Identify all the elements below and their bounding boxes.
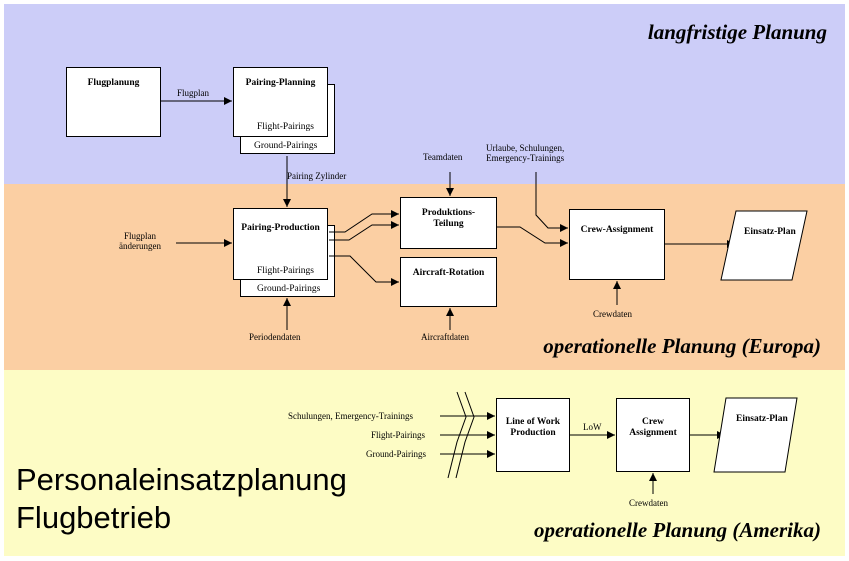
box-line-of-work-label: Line of Work Production [505,417,561,438]
arrow-prod-teilung-2 [329,221,399,241]
break-mark-1 [447,391,467,479]
label-low: LoW [583,422,602,432]
label-flight-pairings-am: Flight-Pairings [371,430,426,440]
box-aircraft-rotation-label: Aircraft-Rotation [412,268,485,278]
box-pairing-planning-label: Pairing-Planning [245,78,316,88]
label-periodendaten: Periodendaten [249,332,301,342]
arrow-teilung-crew [497,226,568,247]
box-line-of-work: Line of Work Production [496,398,570,472]
box-flugplanung-label: Flugplanung [87,78,140,88]
label-crewdaten: Crewdaten [593,309,632,319]
box-pairing-planning: Pairing-Planning [233,67,328,137]
box-aircraft-rotation: Aircraft-Rotation [400,257,497,307]
box-pairing-production-label: Pairing-Production [241,223,320,233]
box-crew-assignment-label: Crew-Assignment [580,225,654,235]
pr-ground-pairings: Ground-Pairings [257,284,321,294]
box-crew-assignment-am-label: Crew Assignment [629,417,677,438]
label-urlaub-schulungen: Urlaube, Schulungen, Emergency-Trainings [486,143,565,163]
arrow-prod-aircraft [329,255,399,286]
box-pairing-production: Pairing-Production [233,208,328,280]
band-operationelle-amerika [4,370,845,556]
arrow-urlaub-crew [535,172,568,232]
pp-ground-pairings: Ground-Pairings [254,141,318,151]
einsatz-plan-am-label: Einsatz-Plan [736,414,788,424]
band-label-europa: operationelle Planung (Europa) [543,334,821,358]
pp-flight-pairings: Flight-Pairings [257,122,315,132]
title-line-1: Personaleinsatzplanung [16,462,347,497]
label-flugplan-aenderungen: Flugplan änderungen [119,231,161,251]
box-flugplanung: Flugplanung [66,67,161,137]
pr-flight-pairings: Flight-Pairings [257,266,315,276]
title-line-2: Flugbetrieb [16,500,172,535]
label-crewdaten-am: Crewdaten [629,498,668,508]
band-label-langfristig: langfristige Planung [647,20,827,44]
box-crew-assignment: Crew-Assignment [569,209,665,280]
box-produktions-teilung-label: Produktions- Teilung [421,208,476,229]
label-schulungen-am: Schulungen, Emergency-Trainings [288,411,413,421]
band-label-amerika: operationelle Planung (Amerika) [533,518,821,542]
box-crew-assignment-am: Crew Assignment [616,398,690,472]
label-pairing-zylinder: Pairing Zylinder [287,171,347,181]
shape-einsatz-plan [720,210,808,281]
shape-einsatz-plan-am [713,397,798,473]
einsatz-plan-label: Einsatz-Plan [744,227,796,237]
label-teamdaten: Teamdaten [423,152,463,162]
box-produktions-teilung: Produktions- Teilung [400,197,497,249]
label-ground-pairings-am: Ground-Pairings [366,449,426,459]
label-flugplan: Flugplan [177,88,210,98]
break-mark-2 [455,391,475,479]
arrow-prod-teilung-1 [329,210,399,233]
label-aircraftdaten: Aircraftdaten [421,332,469,342]
